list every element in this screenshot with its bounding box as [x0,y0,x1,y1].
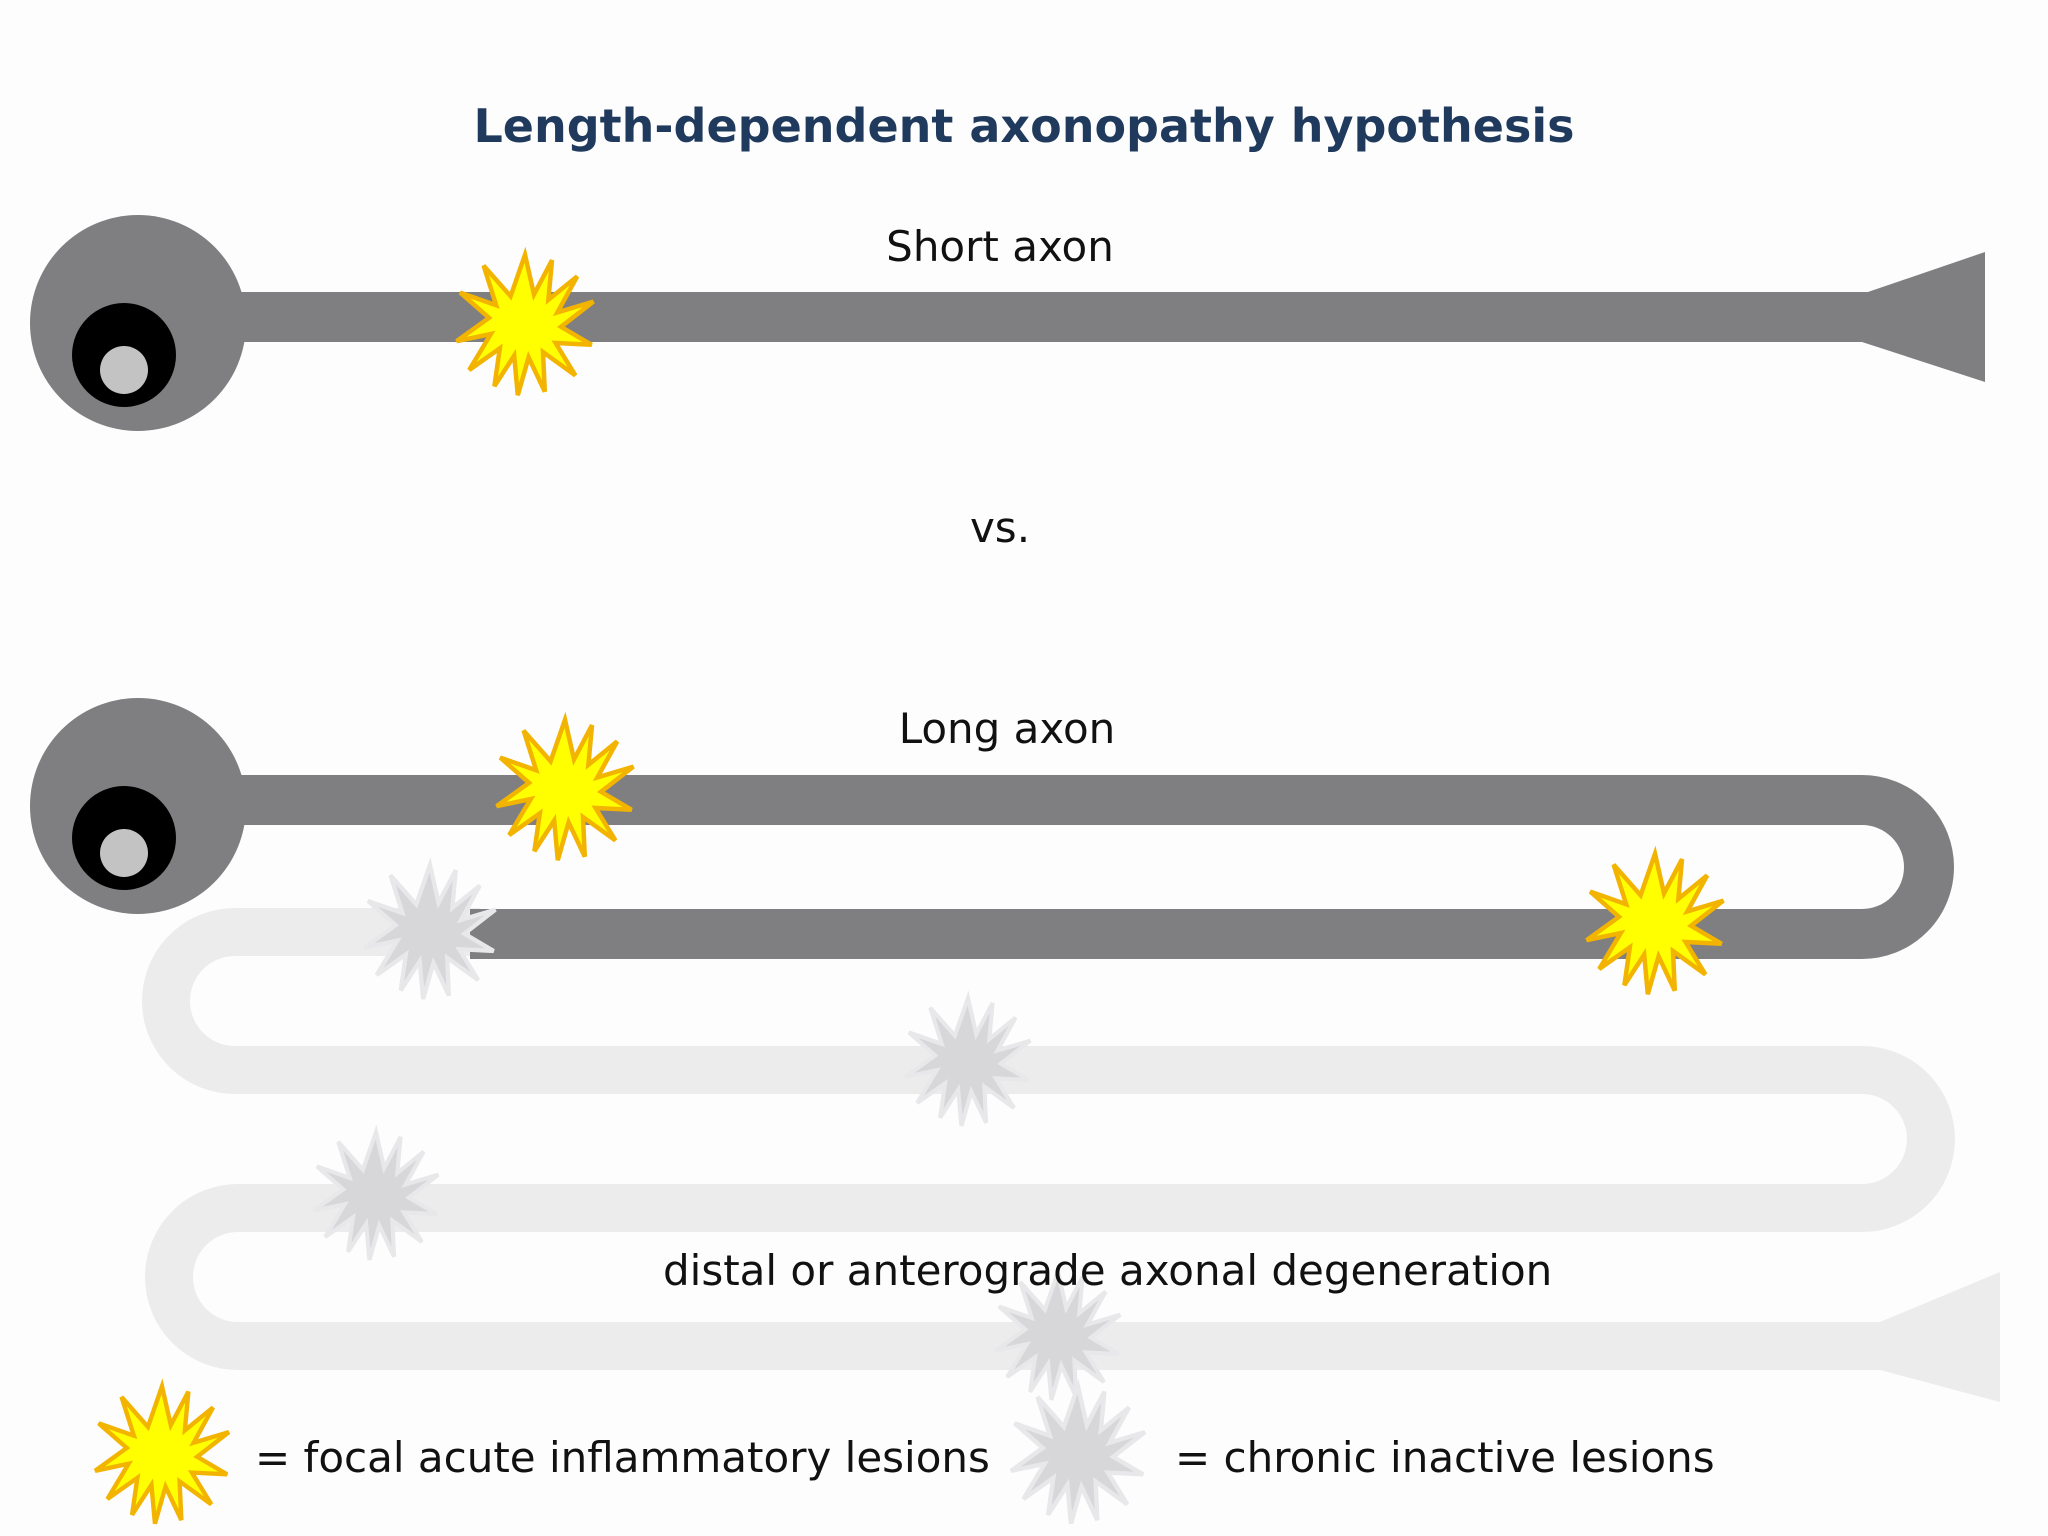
short-axon-shaft [200,292,1880,342]
long-axon-neuron [30,698,1954,959]
degeneration-label: distal or anterograde axonal degeneratio… [663,1246,1552,1295]
diagram-title: Length-dependent axonopathy hypothesis [474,99,1575,153]
yellow-starburst-icon [95,1386,229,1523]
legend-chronic-label: = chronic inactive lesions [1175,1433,1715,1482]
long-axon-shaft [200,775,1954,959]
grey-starburst-icon [1011,1386,1145,1523]
legend: = focal acute inflammatory lesions = chr… [95,1386,1715,1523]
acute-lesions [457,255,1724,994]
long-nucleolus [100,829,148,877]
legend-acute-label: = focal acute inflammatory lesions [255,1433,990,1482]
degenerated-axon [142,908,2000,1402]
short-axon-terminal [1862,252,1985,382]
long-axon-label: Long axon [899,704,1116,753]
short-axon-label: Short axon [886,222,1114,271]
versus-label: vs. [970,503,1030,552]
short-nucleolus [100,346,148,394]
